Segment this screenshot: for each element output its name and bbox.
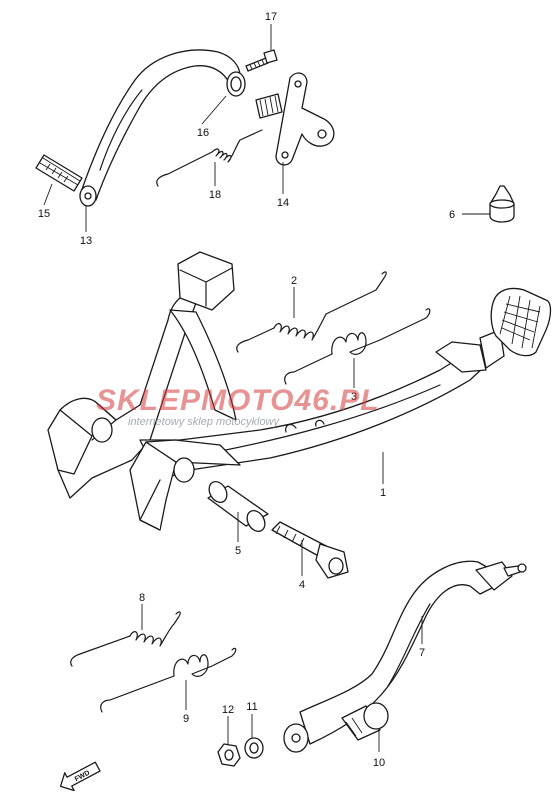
part-7-brake-pedal	[283, 560, 527, 753]
callout-18: 18	[209, 189, 221, 201]
callout-10: 10	[373, 757, 385, 769]
callout-11: 11	[246, 701, 257, 713]
callout-2: 2	[291, 275, 297, 287]
part-13-shift-lever	[35, 49, 246, 207]
callout-16: 16	[197, 127, 209, 139]
part-18-spring	[156, 129, 263, 187]
part-11-washer	[244, 737, 264, 759]
fwd-direction-arrow: FWD	[59, 761, 101, 792]
part-4-bolt	[271, 521, 349, 579]
part-17-bolt	[245, 49, 278, 72]
part-12-nut	[217, 743, 241, 767]
callout-5: 5	[235, 545, 241, 557]
callout-9: 9	[183, 713, 189, 725]
callout-17: 17	[265, 11, 277, 23]
part-10-pedal-shaft	[341, 702, 389, 741]
watermark: SKLEPMOTO46.PL internetowy sklep motocyk…	[96, 384, 380, 428]
callout-3: 3	[351, 391, 357, 403]
leader-lines	[43, 24, 490, 752]
callout-1: 1	[380, 487, 386, 499]
watermark-tagline: internetowy sklep motocyklowy	[128, 416, 281, 428]
callout-8: 8	[139, 592, 145, 604]
callout-6: 6	[449, 209, 455, 221]
callout-4: 4	[299, 579, 305, 591]
part-9-spring	[100, 647, 237, 713]
callout-14: 14	[277, 197, 289, 209]
callout-15: 15	[38, 208, 50, 220]
callout-13: 13	[80, 235, 92, 247]
part-5-collar	[207, 481, 269, 532]
watermark-brand: SKLEPMOTO46.PL	[96, 384, 380, 417]
callout-numbers: 17 16 18 14 15 13 6 2 3 1 5 4 7 8 9 10 1…	[38, 11, 455, 769]
part-6-rubber-stopper	[489, 185, 515, 223]
part-1-center-stand	[47, 251, 552, 531]
part-8-spring	[70, 611, 181, 667]
callout-7: 7	[419, 647, 425, 659]
part-2-spring	[236, 271, 387, 353]
part-14-shift-arm	[255, 72, 335, 166]
callout-12: 12	[222, 704, 234, 716]
part-3-spring	[284, 308, 431, 385]
